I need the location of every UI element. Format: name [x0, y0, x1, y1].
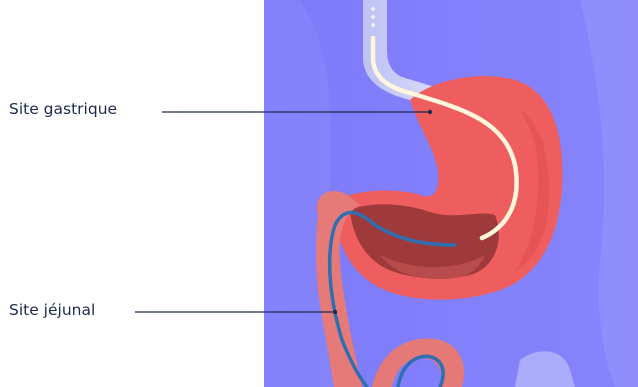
tube-dot-1	[371, 7, 375, 11]
tube-dot-3	[371, 23, 375, 27]
tube-dot-2	[371, 15, 375, 19]
label-gastric-site: Site gastrique	[9, 100, 117, 118]
jejunal-marker	[333, 310, 337, 314]
label-jejunal-site: Site jéjunal	[9, 301, 95, 319]
gastric-marker	[428, 110, 432, 114]
